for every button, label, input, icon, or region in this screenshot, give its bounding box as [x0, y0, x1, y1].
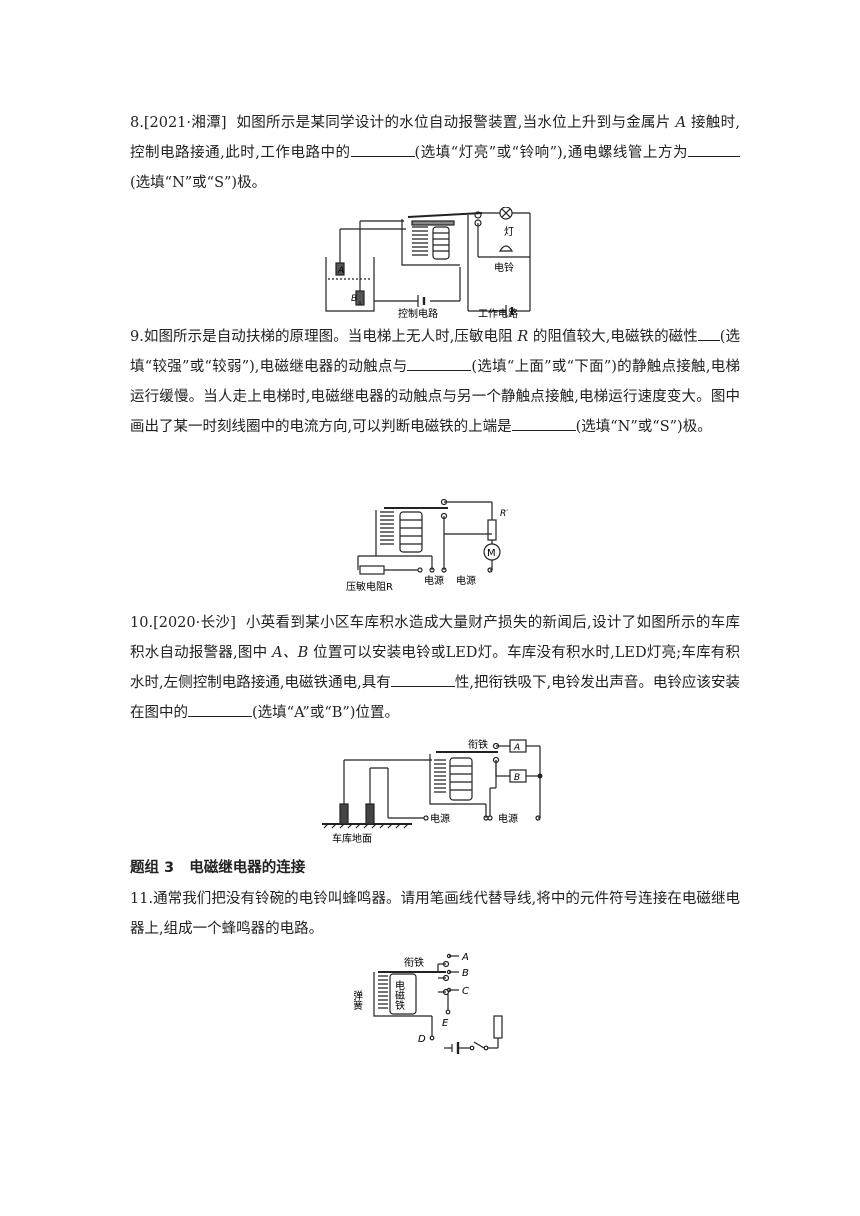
terminal-e-label: E [442, 1018, 449, 1029]
answer-blank[interactable] [390, 672, 455, 687]
label-a: A [337, 266, 344, 276]
answer-blank[interactable] [688, 142, 740, 157]
position-b-label: B [514, 773, 520, 783]
terminal-b-label: B [462, 968, 469, 979]
electromagnet-label: 电磁铁 [393, 979, 405, 1011]
garage-floor-label: 车库地面 [332, 832, 372, 845]
q9-number: 9. [130, 329, 144, 345]
work-circuit-label: 工作电路 [478, 307, 518, 319]
source-label: 电源 [430, 812, 450, 825]
question-10: 10.[2020·长沙] 小英看到某小区车库积水造成大量财产损失的新闻后,设计了… [130, 615, 741, 721]
q10-garage-alarm-figure: 衔铁 A B 电源 电源 车库地面 [322, 738, 543, 845]
terminal-c-label: C [462, 986, 469, 997]
terminal-a-label: A [461, 952, 469, 963]
answer-blank[interactable] [350, 142, 415, 157]
answer-blank[interactable] [407, 356, 472, 371]
group-title: 电磁继电器的连接 [189, 860, 306, 876]
source-label: 电源 [456, 574, 476, 587]
question-9: 9.如图所示是自动扶梯的原理图。当电梯上无人时,压敏电阻 R 的阻值较大,电磁铁… [130, 322, 740, 442]
group-3-heading: 题组 3 电磁继电器的连接 [130, 856, 305, 877]
pressure-resistor-label: 压敏电阻R [346, 580, 393, 593]
q11-number: 11. [130, 891, 154, 907]
terminal-d-label: D [418, 1034, 426, 1045]
q8-number: 8. [130, 115, 144, 131]
q10-source: [2020·长沙] [153, 615, 236, 631]
question-8: 8.[2021·湘潭] 如图所示是某同学设计的水位自动报警装置,当水位上升到与金… [130, 115, 741, 191]
bell-label: 电铃 [494, 261, 514, 274]
motor-label: M [487, 548, 496, 559]
r-prime-label: R′ [500, 509, 508, 519]
q11-buzzer-figure: 衔铁 弹簧 电磁铁 A B C D E [354, 952, 503, 1054]
group-label: 题组 3 [130, 860, 175, 876]
answer-blank[interactable] [188, 702, 252, 717]
armature-label: 衔铁 [404, 956, 424, 969]
q8-source: [2021·湘潭] [143, 115, 227, 131]
control-circuit-label: 控制电路 [398, 307, 438, 319]
spring-label: 弹簧 [354, 989, 363, 1011]
label-b: B [351, 294, 357, 304]
q10-number: 10. [130, 615, 154, 631]
q8-water-alarm-figure: A B 灯 电铃 控制电路 工作电路 [325, 207, 531, 319]
question-11: 11.通常我们把没有铃碗的电铃叫蜂鸣器。请用笔画线代替导线,将中的元件符号连接在… [130, 891, 740, 937]
lamp-label: 灯 [504, 226, 514, 238]
source-label: 电源 [498, 812, 518, 825]
answer-blank[interactable] [511, 416, 576, 431]
position-a-label: A [513, 743, 520, 753]
answer-blank[interactable] [697, 326, 720, 341]
source-label: 电源 [424, 574, 444, 587]
armature-label: 衔铁 [468, 738, 488, 751]
q9-escalator-figure: R′ M 电源 电源 压敏电阻R [346, 498, 508, 593]
